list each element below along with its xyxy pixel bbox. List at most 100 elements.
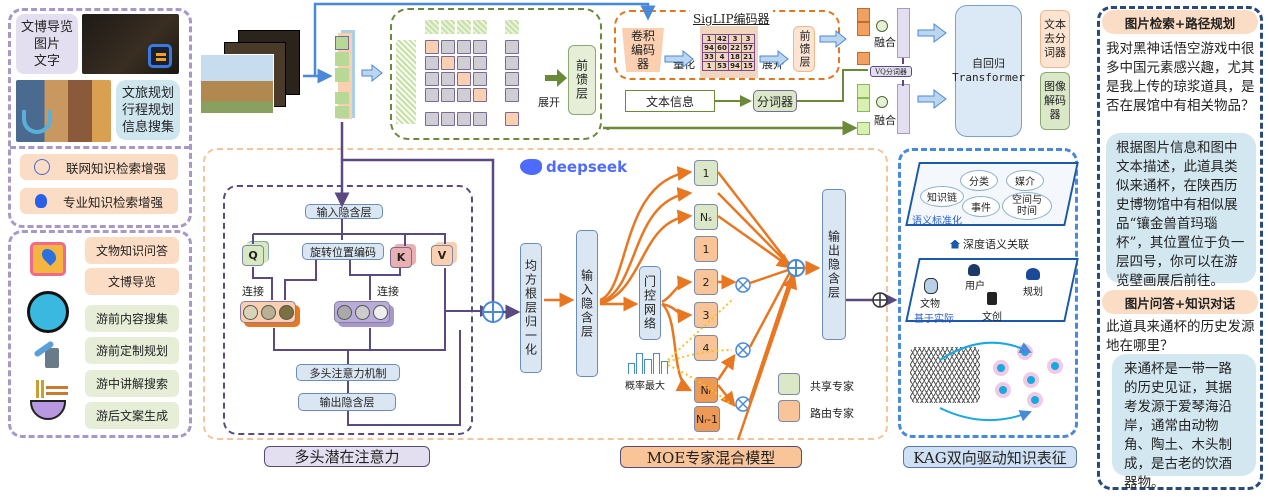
concat-label: 连接 (377, 285, 399, 298)
attention-cell (441, 72, 455, 86)
hatched-token-column (396, 40, 416, 124)
fusion-label: 融合 (874, 114, 896, 127)
function-item: 游前内容搜集 (85, 305, 179, 332)
attention-cell (505, 88, 519, 102)
bag-icon (987, 292, 997, 305)
attention-cell (473, 112, 487, 126)
entity-planning: 规划 (1023, 287, 1043, 298)
input-image-stack (200, 30, 300, 115)
concat-label: 连接 (242, 285, 264, 298)
fusion-plus-icon (876, 96, 888, 108)
deepseek-logo: deepseek (520, 158, 627, 176)
attention-cell (441, 56, 455, 70)
attention-cell (441, 40, 455, 54)
user-question: 我对黑神话悟空游戏中很多中国元素感兴趣，尤其是我上传的琼浆道具，是否在展馆中有相… (1106, 41, 1255, 114)
left-panel-bottom (8, 230, 192, 438)
attention-cell (457, 40, 471, 54)
codebook-cell: 3 (741, 34, 755, 44)
image-token-column (335, 30, 357, 120)
attention-cell (473, 88, 487, 102)
rmsnorm-box: 均方根层归一化 (520, 243, 542, 373)
codebook-cell: 15 (741, 61, 755, 71)
grounded-plane-label: 基于实际 (914, 314, 954, 325)
attention-cell (505, 40, 519, 54)
concept-node: 媒介 (1006, 170, 1044, 191)
weather-icon (27, 291, 69, 333)
fusion-label: 融合 (874, 36, 896, 49)
codebook-cell: 94 (728, 61, 742, 71)
legend-routed-swatch (778, 400, 800, 422)
travel-planning-card: 文旅规划 行程规划 信息搜集 (116, 80, 180, 140)
attention-cell (425, 88, 439, 102)
mla-output-hidden: 输出隐含层 (298, 393, 396, 411)
codebook-cell: 4 (715, 52, 729, 62)
probability-bars-icon (628, 352, 669, 374)
codebook-cell: 42 (715, 34, 729, 44)
siglip-title: SigLIP编码器 (690, 10, 773, 27)
group-icon (1026, 268, 1040, 280)
shared-expert: 1 (694, 160, 718, 186)
latent-vector-warm (240, 301, 296, 323)
flow-arrow (361, 63, 383, 83)
attention-cell (425, 72, 439, 86)
fused-token-stack (897, 8, 910, 58)
attention-cell (441, 88, 455, 102)
airplane-luggage-icon (33, 340, 61, 368)
codebook-cell: 22 (728, 43, 742, 53)
entity-relic: 文物 (920, 299, 940, 310)
function-item: 游后文案生成 (85, 402, 179, 429)
hatched-token (473, 20, 487, 34)
right-panel (1097, 6, 1263, 490)
attention-cell (473, 72, 487, 86)
lightbulb-icon (35, 194, 47, 208)
enhancement-web-search: 联网知识检索增强 (20, 154, 178, 180)
tokenizer-box: 分词器 (753, 90, 797, 112)
function-item: 文博导览 (85, 268, 179, 295)
section-title: 图片问答+知识对话 (1102, 290, 1258, 314)
concept-node: 分类 (960, 170, 998, 191)
whale-icon (520, 159, 542, 175)
attention-cell (457, 56, 471, 70)
function-item: 文物知识问答 (85, 237, 179, 264)
attention-cell (505, 72, 519, 86)
vase-icon (924, 278, 938, 294)
hatched-token (425, 20, 439, 34)
notes-icon (148, 44, 172, 68)
knowledge-graph-graphic (985, 340, 1065, 408)
image-token-stack (857, 8, 870, 65)
entity-creative: 文创 (982, 312, 1002, 323)
mla-caption: 多头潜在注意力 (264, 446, 430, 467)
attention-cell (457, 112, 471, 126)
latent-vector-cool (334, 301, 390, 323)
semantic-plane-label: 语义标准化 (912, 216, 962, 227)
routed-expert: Nᵣ (694, 377, 718, 403)
user-question: 此道具来通杯的历史发源地在哪里？ (1106, 319, 1255, 354)
museum-guide-card: 文博导览 图片 文字 (16, 14, 78, 74)
routed-expert: 3 (694, 302, 718, 328)
moe-output-hidden: 输出隐含层 (822, 189, 846, 340)
attention-cell (425, 112, 439, 126)
attention-cell (505, 56, 519, 70)
text-token-stack (857, 84, 870, 135)
legend-shared-swatch (778, 373, 800, 395)
kag-box (898, 148, 1078, 438)
siglip-unfold-label: 展开 (762, 58, 784, 71)
deep-semantic-link: 深度语义关联 (950, 236, 1029, 252)
assistant-answer: 来通杯是一带一路的历史见证，其据考发源于爱琴海沿岸，通常由动物角、陶土、木头制成… (1112, 354, 1256, 491)
user-search-icon (968, 264, 980, 276)
codebook-cell: 53 (715, 61, 729, 71)
unfold-label: 展开 (538, 96, 560, 109)
fusion-plus-icon (876, 20, 888, 32)
k-head: K (390, 247, 412, 268)
concept-node: 知识链 (920, 186, 964, 207)
v-head: V (431, 245, 453, 266)
multihead-attention-box: 多头注意力机制 (296, 364, 400, 381)
shared-expert: Nₛ (694, 204, 718, 230)
codebook-cell: 33 (702, 52, 716, 62)
attention-cell (457, 72, 471, 86)
autoregressive-transformer: 自回归 Transformer (952, 5, 1025, 137)
attention-cell (441, 112, 455, 126)
travel-photos-collage (16, 80, 111, 142)
